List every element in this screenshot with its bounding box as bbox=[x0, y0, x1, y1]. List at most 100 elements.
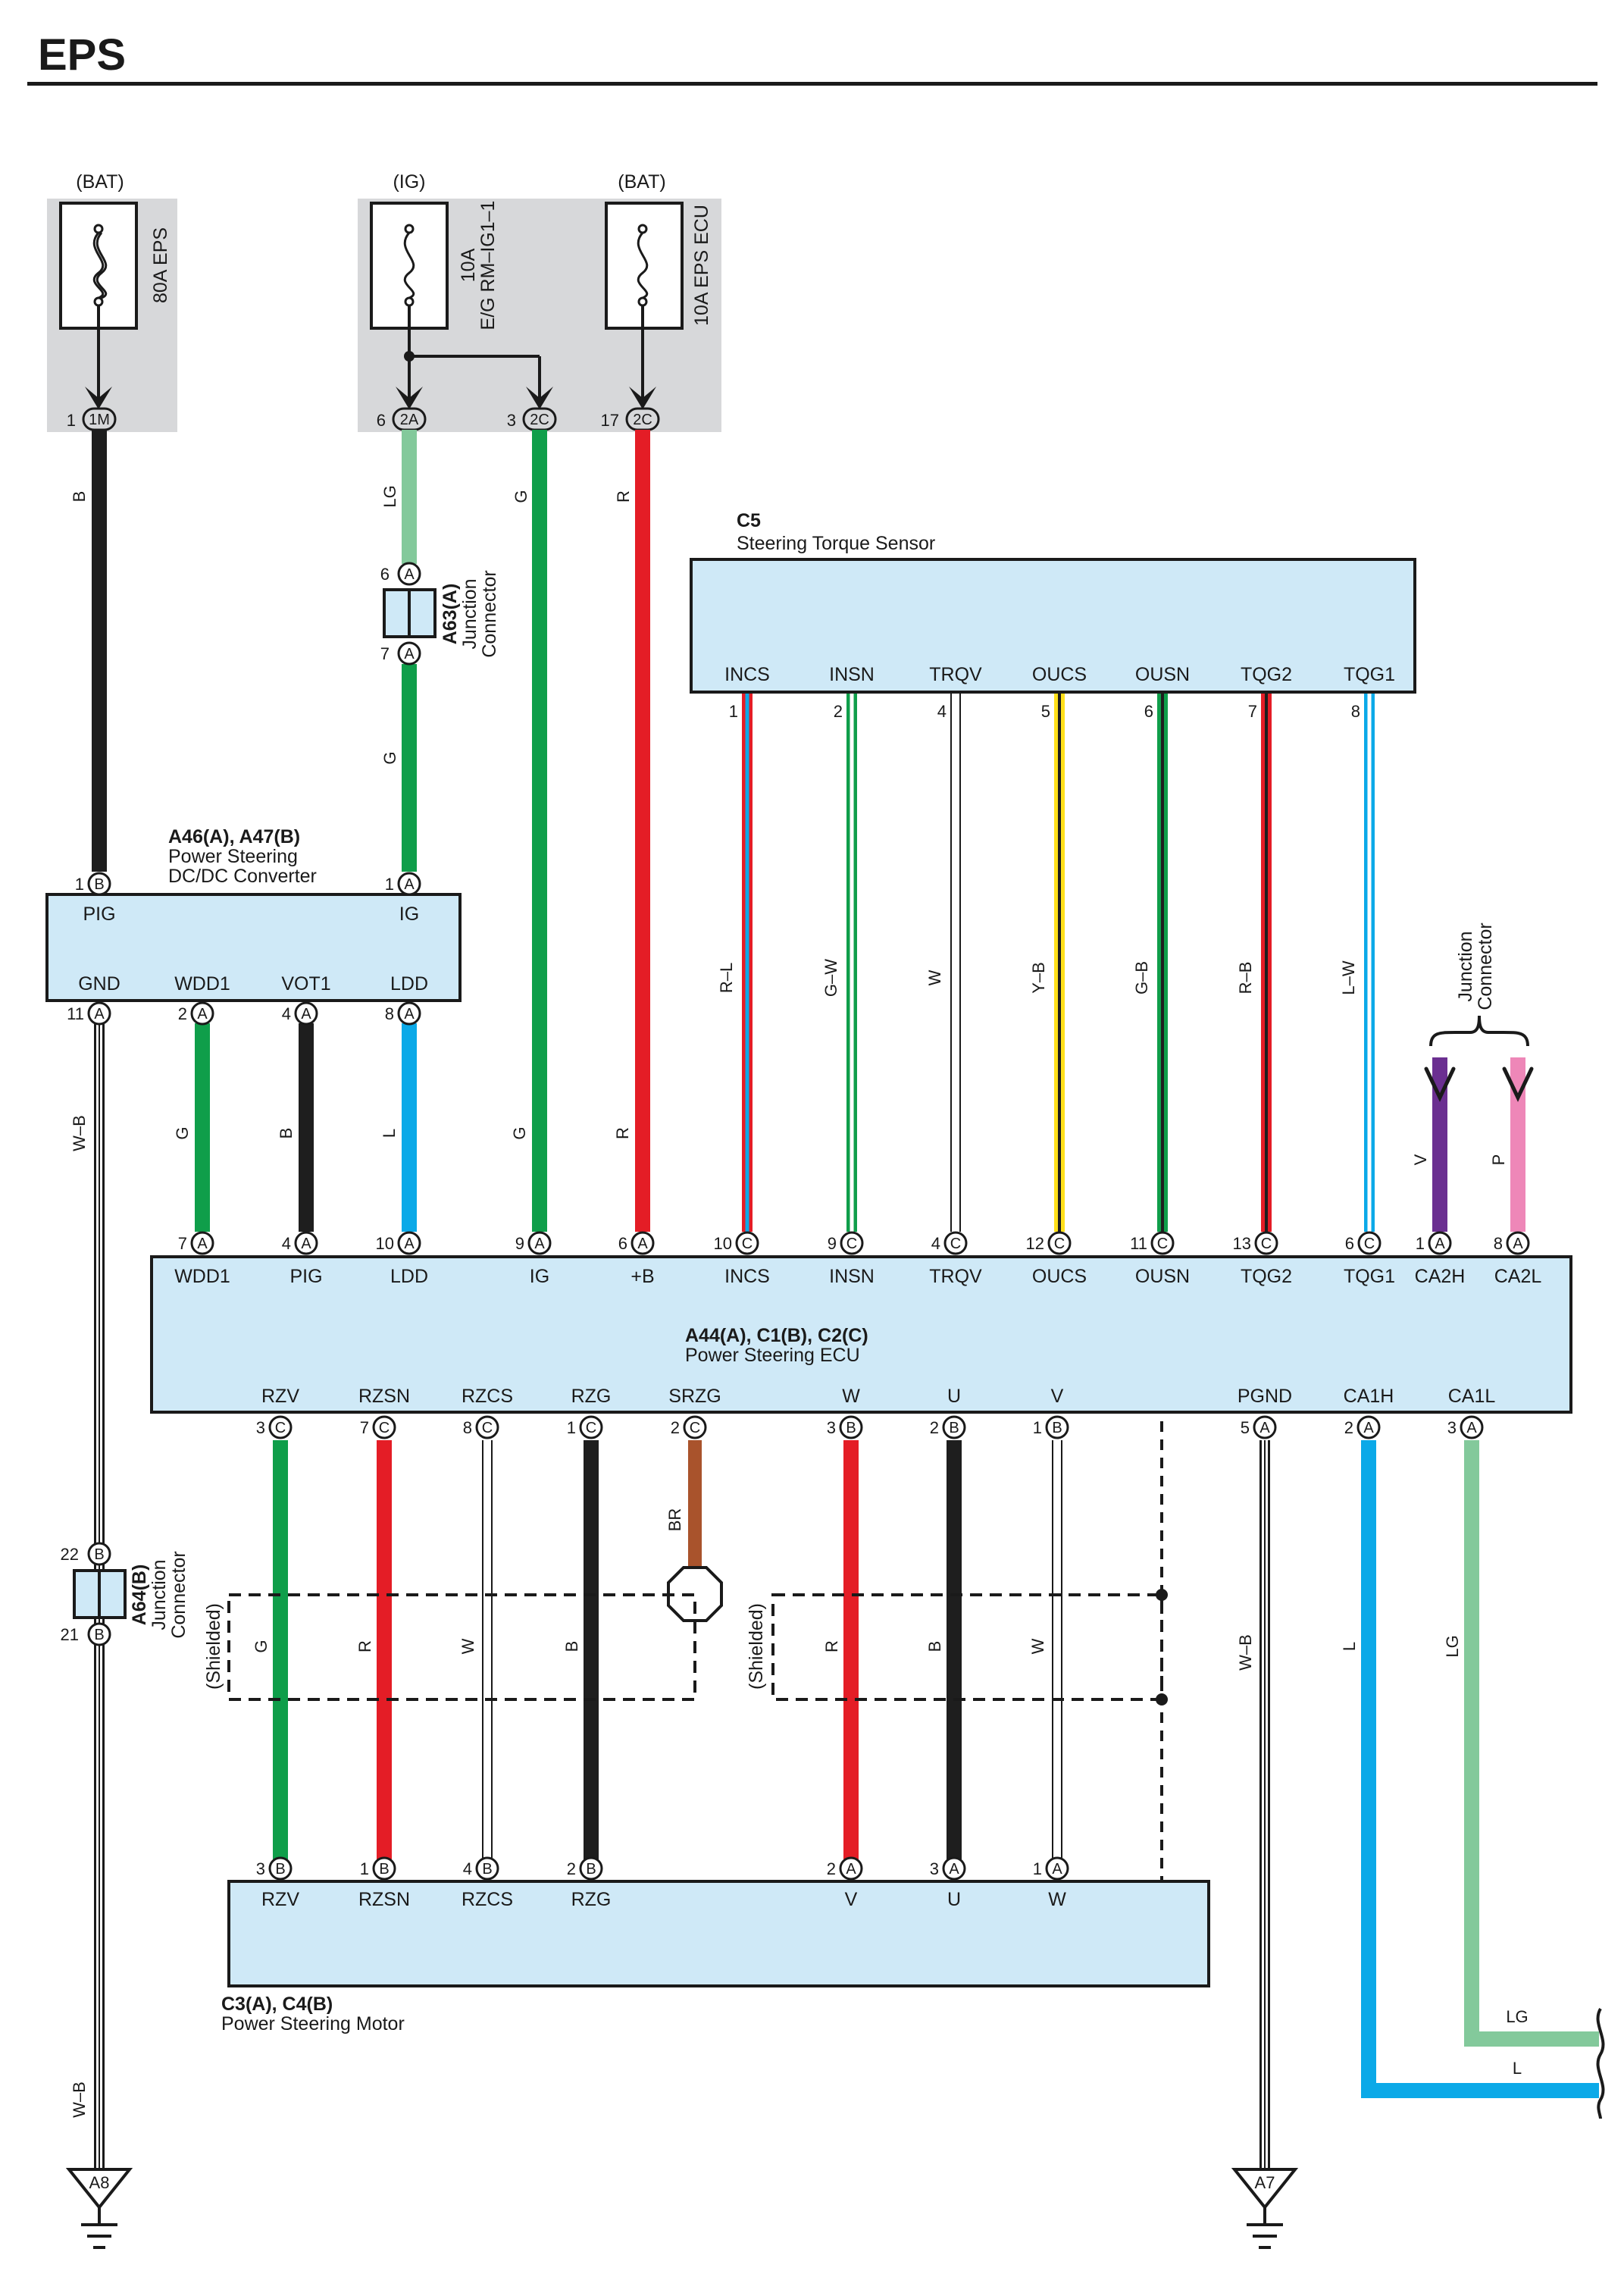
svg-text:A: A bbox=[404, 1236, 415, 1252]
svg-text:B: B bbox=[586, 1861, 596, 1878]
pin-badge: A5 bbox=[1241, 1415, 1277, 1439]
svg-text:2: 2 bbox=[827, 1859, 836, 1878]
component-name: Junction bbox=[149, 1559, 170, 1630]
svg-text:A: A bbox=[846, 1861, 856, 1878]
wire-color-label: R bbox=[822, 1640, 841, 1652]
svg-text:3: 3 bbox=[256, 1418, 265, 1437]
pin-badge: A1 bbox=[1033, 1856, 1069, 1881]
fuse-rating: 80A EPS bbox=[150, 227, 171, 303]
shield-box bbox=[227, 1593, 696, 1701]
svg-text:C: C bbox=[482, 1420, 493, 1436]
svg-text:A: A bbox=[301, 1236, 311, 1252]
svg-text:1: 1 bbox=[567, 1418, 576, 1437]
pin-badge: C11 bbox=[1130, 1231, 1175, 1255]
wire-color-label: W bbox=[1028, 1638, 1047, 1654]
svg-text:13: 13 bbox=[1233, 1234, 1251, 1253]
svg-text:C: C bbox=[846, 1236, 857, 1252]
pin-badge: A4 bbox=[282, 1001, 318, 1026]
svg-text:2C: 2C bbox=[633, 412, 652, 428]
pin-badge: B 22 bbox=[61, 1542, 111, 1566]
svg-text:11: 11 bbox=[1130, 1234, 1147, 1253]
svg-text:A: A bbox=[1435, 1236, 1445, 1252]
terminal-label: LDD bbox=[390, 1266, 428, 1287]
terminal-label: IG bbox=[399, 904, 419, 925]
wire-color-label: B bbox=[925, 1641, 944, 1652]
svg-text:2: 2 bbox=[930, 1418, 939, 1437]
wire-color-label: W–B bbox=[70, 1115, 89, 1151]
terminal-label: GND bbox=[78, 973, 120, 994]
junction-brace bbox=[1429, 1015, 1529, 1047]
terminal-label: TQG2 bbox=[1241, 664, 1292, 685]
wire-lg bbox=[1464, 1440, 1599, 2047]
svg-text:C: C bbox=[742, 1236, 753, 1252]
pin-badge: C12 bbox=[1026, 1231, 1072, 1255]
terminal-label: V bbox=[845, 1889, 858, 1910]
shielded-label: (Shielded) bbox=[203, 1603, 224, 1690]
svg-text:A: A bbox=[301, 1006, 311, 1023]
svg-text:A8: A8 bbox=[89, 2173, 110, 2192]
terminal-label: RZG bbox=[571, 1889, 612, 1910]
wire-color-label: LG bbox=[1506, 2007, 1528, 2026]
terminal-label: PIG bbox=[289, 1266, 322, 1287]
svg-text:1: 1 bbox=[75, 875, 84, 894]
power-steering-ecu-box bbox=[150, 1255, 1572, 1414]
svg-text:3: 3 bbox=[1447, 1418, 1457, 1437]
fuse-rating: 10A bbox=[458, 248, 479, 282]
svg-text:A: A bbox=[94, 1006, 105, 1023]
component-name: Power Steering Motor bbox=[221, 2013, 405, 2034]
svg-text:B: B bbox=[94, 1627, 104, 1643]
svg-text:1: 1 bbox=[385, 875, 394, 894]
svg-text:4: 4 bbox=[931, 1234, 940, 1253]
wire-color-label: R bbox=[614, 490, 633, 503]
component-name: Connector bbox=[479, 570, 500, 657]
wire-color-label: W bbox=[925, 969, 944, 985]
wire-color-label: BR bbox=[665, 1508, 684, 1532]
svg-text:11: 11 bbox=[67, 1004, 84, 1023]
pin-badge: A1 bbox=[385, 872, 421, 896]
connector-arrows bbox=[85, 387, 656, 409]
terminal-label: OUSN bbox=[1135, 664, 1190, 685]
svg-text:9: 9 bbox=[515, 1234, 524, 1253]
svg-text:A: A bbox=[197, 1006, 208, 1023]
dcdc-converter-box bbox=[45, 893, 462, 1002]
terminal-label: PIG bbox=[83, 904, 115, 925]
component-ref: C3(A), C4(B) bbox=[221, 1994, 333, 2015]
svg-text:A: A bbox=[1259, 1420, 1270, 1436]
component-name: Power Steering ECU bbox=[685, 1345, 860, 1366]
pin-badge: C2 bbox=[671, 1415, 707, 1439]
pin-number: 4 bbox=[937, 702, 947, 721]
wire-color-label: W bbox=[458, 1638, 477, 1654]
svg-text:B: B bbox=[94, 1546, 104, 1563]
pin-badge: C13 bbox=[1233, 1231, 1278, 1255]
terminal-label: RZCS bbox=[462, 1889, 513, 1910]
terminal-label: OUSN bbox=[1135, 1266, 1190, 1287]
terminal-label: LDD bbox=[390, 973, 428, 994]
component-name: Power Steering bbox=[168, 846, 298, 867]
wire-color-label: G bbox=[173, 1126, 192, 1139]
pin-badge: A1 bbox=[1416, 1231, 1452, 1255]
pin-badge: B1 bbox=[360, 1856, 396, 1881]
terminal-label: RZV bbox=[261, 1889, 299, 1910]
pin-badge: B2 bbox=[930, 1415, 966, 1439]
pin-badge: A7 bbox=[178, 1231, 214, 1255]
pin-badge: B1 bbox=[75, 872, 111, 896]
terminal-label: TRQV bbox=[929, 1266, 982, 1287]
terminal-label: IG bbox=[530, 1266, 549, 1287]
svg-text:9: 9 bbox=[828, 1234, 837, 1253]
svg-text:1: 1 bbox=[360, 1859, 369, 1878]
wire-color-label: R bbox=[355, 1640, 374, 1652]
terminal-label: RZV bbox=[261, 1386, 299, 1407]
svg-text:B: B bbox=[1052, 1420, 1062, 1436]
wire-color-label: P bbox=[1489, 1154, 1508, 1166]
pin-badge: A9 bbox=[515, 1231, 552, 1255]
pin-badge: C3 bbox=[256, 1415, 293, 1439]
svg-text:3: 3 bbox=[507, 411, 516, 430]
component-ref: C5 bbox=[737, 510, 761, 531]
component-ref: A64(B) bbox=[129, 1565, 150, 1626]
pin-badge: C4 bbox=[931, 1231, 968, 1255]
wire-color-label: LG bbox=[1443, 1635, 1462, 1657]
svg-text:5: 5 bbox=[1241, 1418, 1250, 1437]
terminal-label: RZSN bbox=[358, 1386, 410, 1407]
svg-text:7: 7 bbox=[360, 1418, 369, 1437]
